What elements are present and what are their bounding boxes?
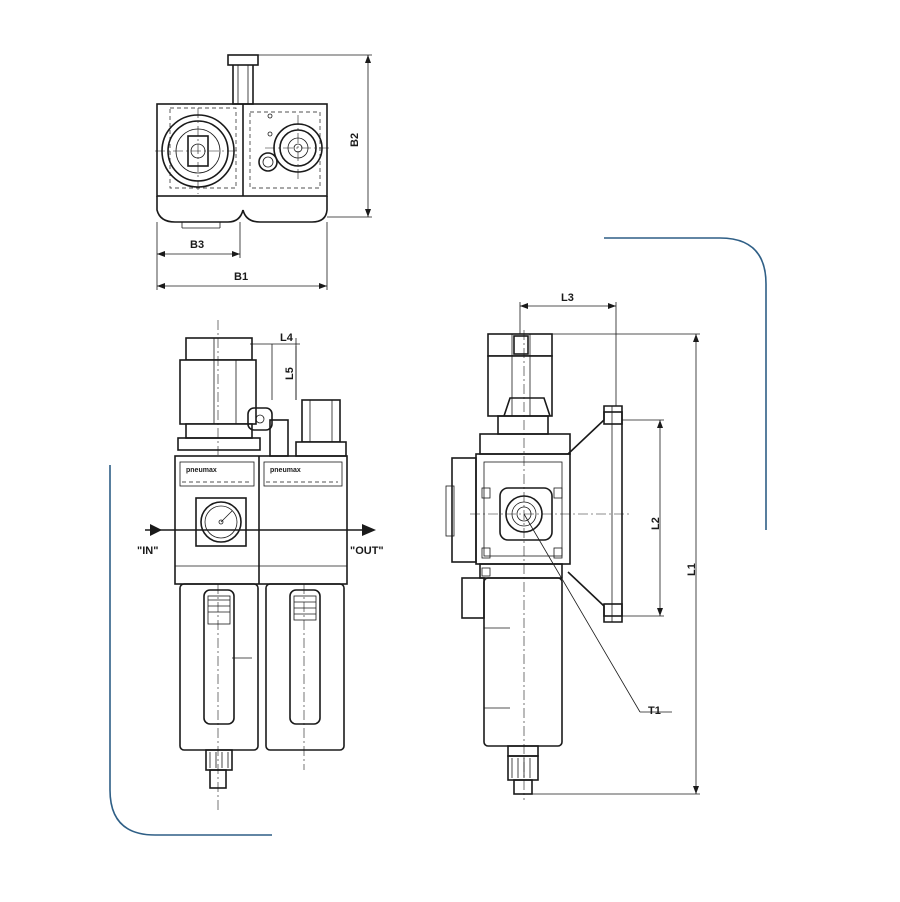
front-view: pneumax pneumax — [145, 320, 376, 810]
side-view — [445, 302, 700, 800]
label-b1: B1 — [234, 271, 248, 283]
brand-label-left: pneumax — [186, 467, 217, 474]
label-l1: L1 — [686, 563, 698, 576]
accent-curve-right — [604, 237, 767, 530]
label-l5: L5 — [284, 367, 296, 380]
label-l2: L2 — [650, 517, 662, 530]
brand-label-right: pneumax — [270, 467, 301, 474]
top-view — [155, 54, 372, 290]
label-out: "OUT" — [350, 545, 384, 557]
label-t1: T1 — [648, 705, 661, 717]
label-in: "IN" — [137, 545, 158, 557]
label-l3: L3 — [561, 292, 574, 304]
label-b3: B3 — [190, 239, 204, 251]
label-b2: B2 — [349, 133, 361, 147]
accent-curve-left — [109, 465, 272, 836]
label-l4: L4 — [280, 332, 294, 344]
